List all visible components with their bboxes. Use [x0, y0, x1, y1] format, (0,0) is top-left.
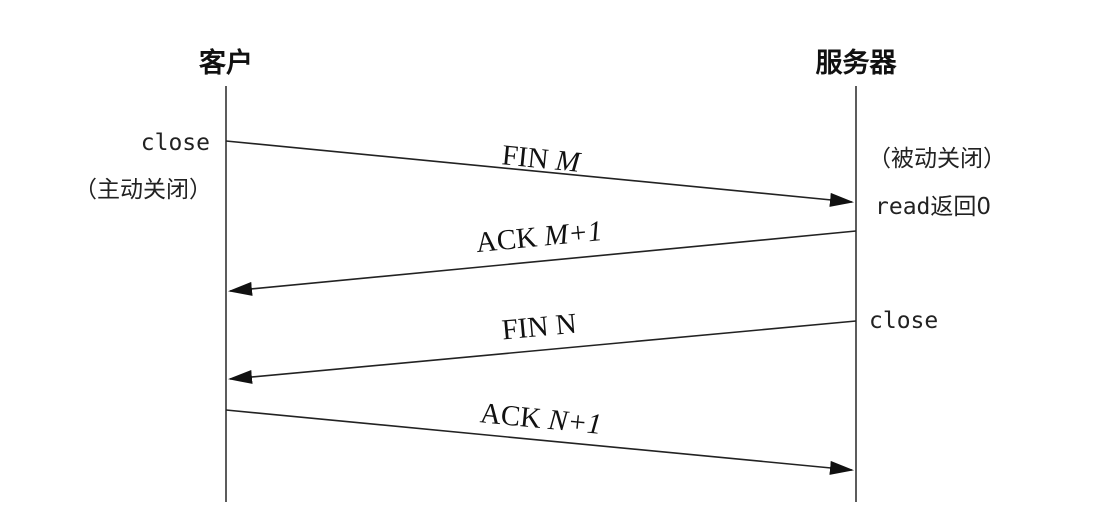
client-active-close-label: （主动关闭） — [74, 177, 212, 203]
client-header: 客户 — [199, 47, 253, 79]
fin-m-label-prefix: FIN — [500, 139, 557, 176]
ack-n-plus-1-label-suffix: N+1 — [546, 404, 603, 441]
ack-m-plus-1-label-suffix: M+1 — [542, 215, 604, 253]
fin-n-label-suffix: N — [554, 308, 578, 342]
ack-n-plus-1-label-prefix: ACK — [479, 397, 550, 435]
ack-m-plus-1-arrow — [228, 230, 857, 296]
server-close-label: close — [869, 308, 938, 334]
fin-n-arrow — [228, 320, 857, 384]
ack-n-plus-1-arrow — [225, 409, 854, 475]
ack-m-plus-1-label-prefix: ACK — [475, 221, 546, 259]
fin-m-label: FIN M — [500, 139, 583, 179]
server-read-suffix: 返回0 — [930, 194, 991, 220]
ack-n-plus-1-label: ACK N+1 — [479, 397, 603, 441]
fin-m-label-suffix: M — [553, 144, 583, 178]
server-read-prefix: read — [875, 194, 930, 220]
server-read-return-label: read返回0 — [875, 194, 991, 220]
client-close-label: close — [141, 130, 210, 156]
fin-n-label: FIN N — [500, 308, 578, 347]
ack-m-plus-1-label: ACK M+1 — [475, 215, 604, 259]
server-passive-close-label: （被动关闭） — [868, 146, 1006, 172]
server-header: 服务器 — [816, 48, 898, 79]
fin-m-arrow — [225, 140, 854, 207]
fin-n-label-prefix: FIN — [500, 310, 557, 347]
